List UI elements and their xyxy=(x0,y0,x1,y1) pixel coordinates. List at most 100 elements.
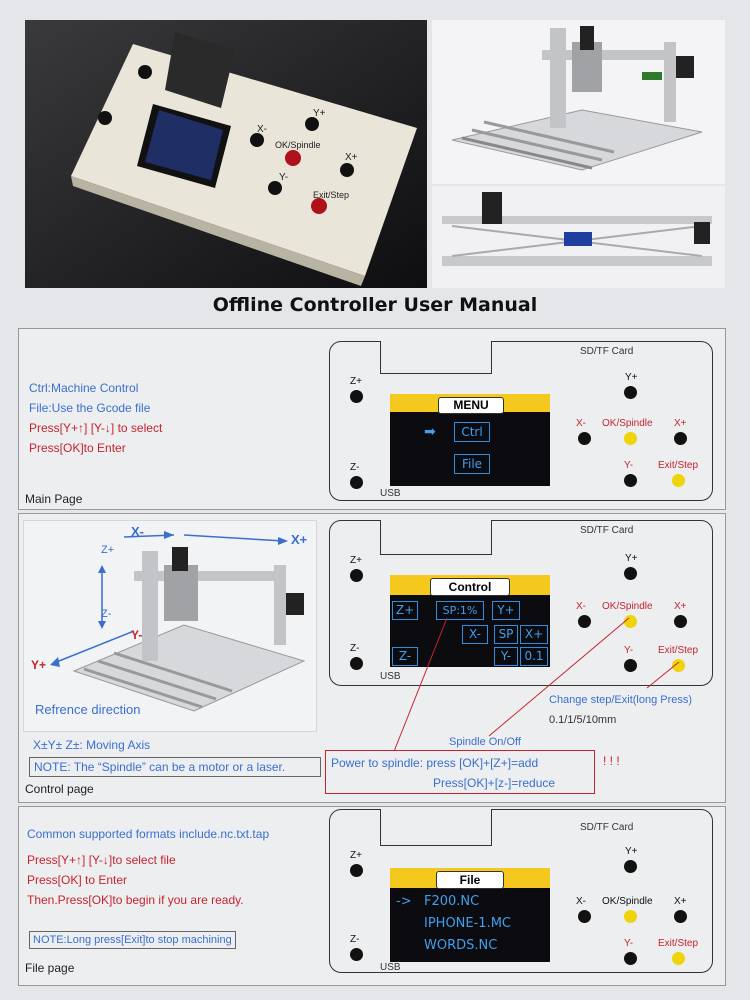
lcd-screen-file: File -> F200.NC IPHONE-1.MC WORDS.NC xyxy=(390,868,550,962)
label-z-plus: Z+ xyxy=(350,376,362,387)
label-z-plus: Z+ xyxy=(350,555,362,566)
label-y-plus: Y+ xyxy=(625,553,638,564)
file-line-3: Press[OK] to Enter xyxy=(27,873,128,887)
change-step-text: Change step/Exit(long Press) xyxy=(549,694,693,706)
file-line-2: Press[Y+↑] [Y-↓]to select file xyxy=(27,853,176,867)
button-y-minus[interactable] xyxy=(624,659,637,672)
lcd-y-plus[interactable]: Y+ xyxy=(492,601,520,620)
photo-label-exit-step: Exit/Step xyxy=(313,190,350,200)
device-board-control: SD/TF Card Z+ Z- USB Control Z+ SP:1% Y+… xyxy=(329,520,713,686)
lcd-z-minus[interactable]: Z- xyxy=(392,647,418,666)
button-z-plus[interactable] xyxy=(350,569,363,582)
file-page-panel: Common supported formats include.nc.txt.… xyxy=(18,806,726,986)
device-board: SD/TF Card Z+ Z- USB MENU ➡ Ctrl File Y+… xyxy=(329,341,713,501)
lcd-y-minus[interactable]: Y- xyxy=(494,647,518,666)
sd-card-label: SD/TF Card xyxy=(580,822,634,833)
label-exit-step: Exit/Step xyxy=(658,460,699,471)
main-line-1: Ctrl:Machine Control xyxy=(29,381,139,395)
button-x-plus[interactable] xyxy=(674,432,687,445)
label-y-plus: Y+ xyxy=(625,846,638,857)
button-y-minus[interactable] xyxy=(624,952,637,965)
file-note: NOTE:Long press[Exit]to stop machining xyxy=(29,931,236,949)
lcd-item-file[interactable]: File xyxy=(454,454,490,474)
axis-x-minus: X- xyxy=(131,524,144,539)
button-z-plus[interactable] xyxy=(350,864,363,877)
lcd-file-3[interactable]: WORDS.NC xyxy=(424,938,498,953)
lcd-item-ctrl[interactable]: Ctrl xyxy=(454,422,490,442)
button-x-minus[interactable] xyxy=(578,615,591,628)
button-ok-spindle[interactable] xyxy=(624,432,637,445)
button-y-plus[interactable] xyxy=(624,386,637,399)
axis-z-plus: Z+ xyxy=(101,544,115,556)
button-y-plus[interactable] xyxy=(624,567,637,580)
lcd-title: MENU xyxy=(438,397,504,414)
lcd-step-value: 0.1 xyxy=(520,647,548,666)
controller-illustration xyxy=(25,20,427,288)
label-x-plus: X+ xyxy=(674,896,687,907)
button-z-minus[interactable] xyxy=(350,476,363,489)
reference-direction: Refrence direction xyxy=(35,702,141,717)
page-title: Offline Controller User Manual xyxy=(212,294,538,316)
lcd-file-2[interactable]: IPHONE-1.MC xyxy=(424,916,512,931)
label-z-minus: Z- xyxy=(350,934,360,945)
lcd-x-plus[interactable]: X+ xyxy=(520,625,548,644)
label-z-minus: Z- xyxy=(350,462,360,473)
photo-label-y-minus: Y- xyxy=(279,172,289,183)
lcd-arrow-icon: ➡ xyxy=(424,424,436,440)
callout-lines xyxy=(392,617,680,755)
main-line-4: Press[OK]to Enter xyxy=(29,441,126,455)
control-page-caption: Control page xyxy=(25,782,94,796)
label-y-minus: Y- xyxy=(624,460,634,471)
lcd-file-1[interactable]: F200.NC xyxy=(424,894,480,909)
photo-label-x-minus: X- xyxy=(257,124,267,135)
button-ok-spindle[interactable] xyxy=(624,910,637,923)
lcd-title: File xyxy=(436,871,504,889)
label-z-plus: Z+ xyxy=(350,850,362,861)
lcd-z-plus[interactable]: Z+ xyxy=(392,601,418,620)
label-x-plus: X+ xyxy=(674,418,687,429)
label-y-minus: Y- xyxy=(624,938,634,949)
button-exit-step[interactable] xyxy=(672,952,685,965)
label-x-minus: X- xyxy=(576,418,586,429)
button-z-minus[interactable] xyxy=(350,948,363,961)
button-x-minus[interactable] xyxy=(578,910,591,923)
button-z-minus[interactable] xyxy=(350,657,363,670)
usb-label: USB xyxy=(380,488,401,499)
spindle-onoff-text: Spindle On/Off xyxy=(449,736,521,748)
axis-x-plus: X+ xyxy=(291,532,308,547)
lcd-spindle-button[interactable]: SP xyxy=(494,625,518,644)
label-ok-spindle: OK/Spindle xyxy=(602,896,653,907)
file-line-4: Then.Press[OK]to begin if you are ready. xyxy=(27,893,244,907)
sd-card-label: SD/TF Card xyxy=(580,525,634,536)
lcd-spindle-power: SP:1% xyxy=(436,601,484,620)
exclaim-marks: ! ! ! xyxy=(603,754,620,768)
step-values-text: 0.1/1/5/10mm xyxy=(549,714,617,726)
cnc-machine-illustration xyxy=(451,26,703,171)
cnc-machine-photo-top xyxy=(432,20,725,184)
button-y-plus[interactable] xyxy=(624,860,637,873)
cnc-side-illustration xyxy=(442,192,712,266)
button-z-plus[interactable] xyxy=(350,390,363,403)
button-exit-step[interactable] xyxy=(672,474,685,487)
photo-label-x-plus: X+ xyxy=(345,152,358,163)
axis-y-minus: Y- xyxy=(131,628,143,642)
lcd-x-minus[interactable]: X- xyxy=(462,625,488,644)
button-x-plus[interactable] xyxy=(674,910,687,923)
usb-label: USB xyxy=(380,671,401,682)
button-x-minus[interactable] xyxy=(578,432,591,445)
main-line-2: File:Use the Gcode file xyxy=(29,401,151,415)
power-line-2: Press[OK]+[z-]=reduce xyxy=(433,776,556,790)
button-exit-step[interactable] xyxy=(672,659,685,672)
controller-photo: X- Y+ OK/Spindle X+ Y- Exit/Step xyxy=(25,20,427,288)
reference-photo xyxy=(23,520,317,732)
label-z-minus: Z- xyxy=(350,643,360,654)
button-x-plus[interactable] xyxy=(674,615,687,628)
label-x-minus: X- xyxy=(576,896,586,907)
button-y-minus[interactable] xyxy=(624,474,637,487)
device-board-file: SD/TF Card Z+ Z- USB File -> F200.NC IPH… xyxy=(329,809,713,973)
photo-label-y-plus: Y+ xyxy=(313,108,326,119)
label-y-plus: Y+ xyxy=(625,372,638,383)
moving-axis-text: X±Y± Z±: Moving Axis xyxy=(33,738,151,752)
usb-label: USB xyxy=(380,962,401,973)
button-ok-spindle[interactable] xyxy=(624,615,637,628)
